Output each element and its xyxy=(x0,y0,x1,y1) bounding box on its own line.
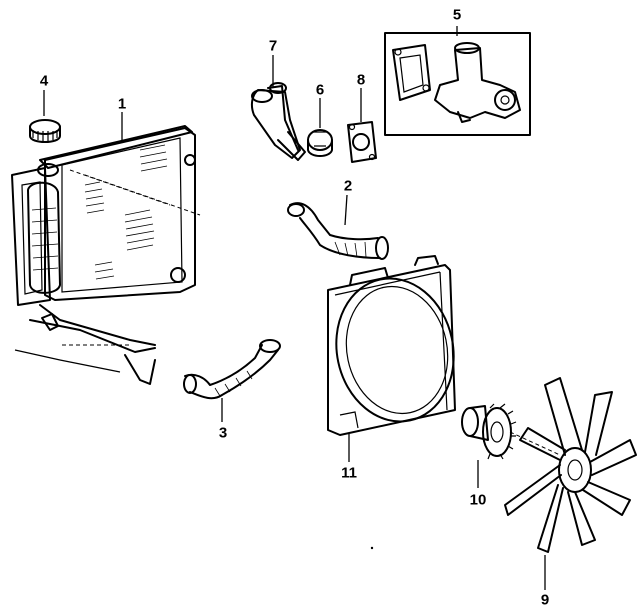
fan-shroud xyxy=(327,255,456,436)
callout-2: 2 xyxy=(343,177,353,195)
callout-9: 9 xyxy=(540,591,550,609)
water-pump xyxy=(384,32,531,136)
radiator-cap xyxy=(29,119,61,143)
lower-radiator-hose xyxy=(183,339,281,400)
leader-lines xyxy=(43,26,546,590)
callout-6: 6 xyxy=(315,81,325,99)
radiator xyxy=(11,125,201,385)
callout-5: 5 xyxy=(452,6,462,24)
thermostat-housing xyxy=(250,82,306,161)
upper-radiator-hose xyxy=(287,202,389,260)
fan-blade xyxy=(504,377,637,553)
callout-3: 3 xyxy=(218,424,228,442)
callout-1: 1 xyxy=(117,95,127,113)
callout-4: 4 xyxy=(39,72,49,90)
callout-10: 10 xyxy=(469,491,487,509)
stray-dot xyxy=(370,546,374,550)
fan-clutch xyxy=(461,403,561,460)
callout-8: 8 xyxy=(356,71,366,89)
callout-11: 11 xyxy=(341,464,357,482)
thermostat-gasket xyxy=(347,121,377,163)
callout-7: 7 xyxy=(268,37,278,55)
thermostat xyxy=(307,129,333,157)
